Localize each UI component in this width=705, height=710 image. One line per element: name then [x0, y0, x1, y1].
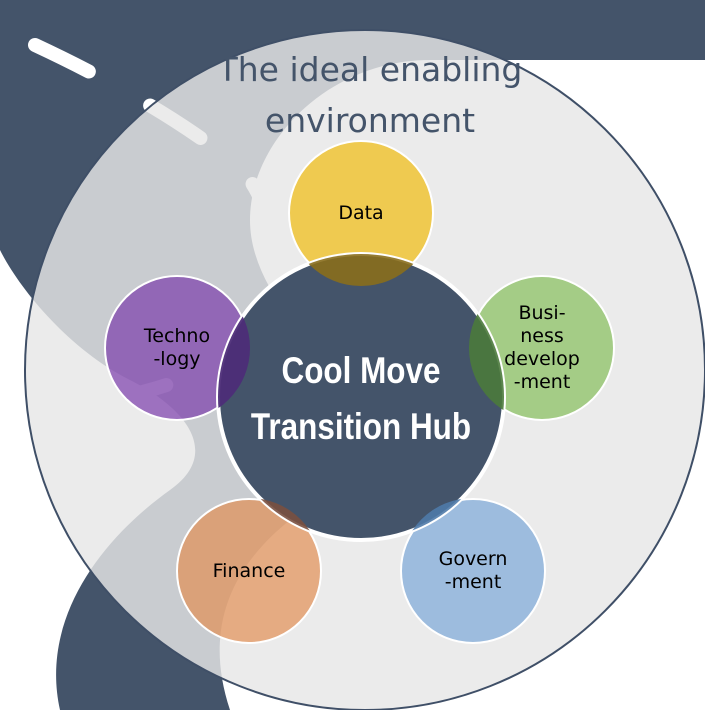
outer-circle-title: The ideal enabling environment [217, 50, 523, 140]
hub-label-top: Cool Move Transition Hub [250, 350, 472, 447]
hub-label-layer: Cool Move Transition Hub [216, 252, 506, 542]
